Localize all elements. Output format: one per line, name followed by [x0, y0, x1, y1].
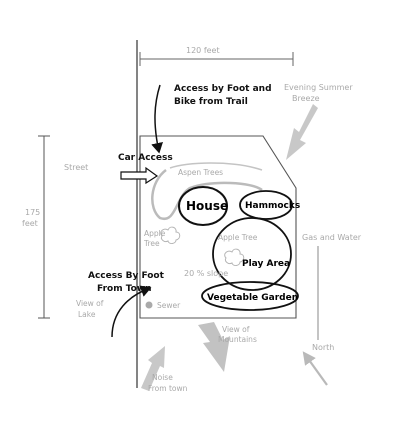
noise-arrow	[141, 346, 165, 391]
play-area-zone	[212, 217, 292, 291]
town-access-line2: From Town	[97, 284, 152, 294]
house-zone	[178, 186, 228, 226]
street-label: Street	[64, 163, 88, 172]
driveway-inner	[169, 162, 263, 171]
play-area-label: Play Area	[242, 259, 290, 269]
width-label: 120 feet	[186, 46, 220, 55]
north-label: North	[312, 343, 334, 352]
height-label-line2: feet	[22, 219, 38, 228]
breeze-label-line2: Breeze	[292, 94, 320, 103]
driveway	[151, 169, 263, 220]
trail-access-arrow	[151, 84, 163, 154]
town-access-line1: Access By Foot	[88, 271, 165, 281]
house-label: House	[186, 199, 228, 213]
apple-tree-left-symbol	[160, 226, 181, 244]
slope-label: 20 % slope	[184, 269, 228, 278]
hammocks-label: Hammocks	[245, 201, 300, 211]
breeze-arrow	[286, 104, 318, 160]
sewer-dot	[145, 301, 153, 309]
trail-access-line1: Access by Foot and	[174, 84, 272, 94]
town-access-arrow	[111, 285, 152, 338]
trail-access-line2: Bike from Trail	[174, 97, 248, 107]
height-label-line1: 175	[25, 208, 40, 217]
car-access-arrow	[120, 166, 159, 185]
view-lake-line2: Lake	[78, 310, 96, 319]
breeze-label-line1: Evening Summer	[284, 83, 353, 92]
vegetable-garden-label: Vegetable Garden	[207, 293, 298, 303]
view-lake-line1: View of	[76, 299, 104, 308]
apple-tree-left-line2: Tree	[143, 239, 160, 248]
noise-label-line1: Noise	[152, 373, 173, 382]
hammocks-zone	[239, 190, 293, 220]
vegetable-garden-zone	[201, 281, 299, 311]
view-mountains-line1: View of	[222, 325, 250, 334]
car-access-label: Car Access	[118, 153, 173, 163]
noise-label-line2: From town	[148, 384, 188, 393]
north-arrow	[302, 351, 328, 386]
gas-water-label: Gas and Water	[302, 233, 362, 242]
apple-tree-left-line1: Apple	[144, 229, 166, 238]
view-mountains-arrow	[198, 322, 230, 372]
apple-tree-right-symbol	[224, 248, 245, 266]
aspen-trees-label: Aspen Trees	[178, 168, 223, 177]
view-mountains-line2: Mountains	[218, 335, 257, 344]
apple-tree-right-label: Apple Tree	[218, 233, 258, 242]
sewer-label: Sewer	[157, 301, 181, 310]
